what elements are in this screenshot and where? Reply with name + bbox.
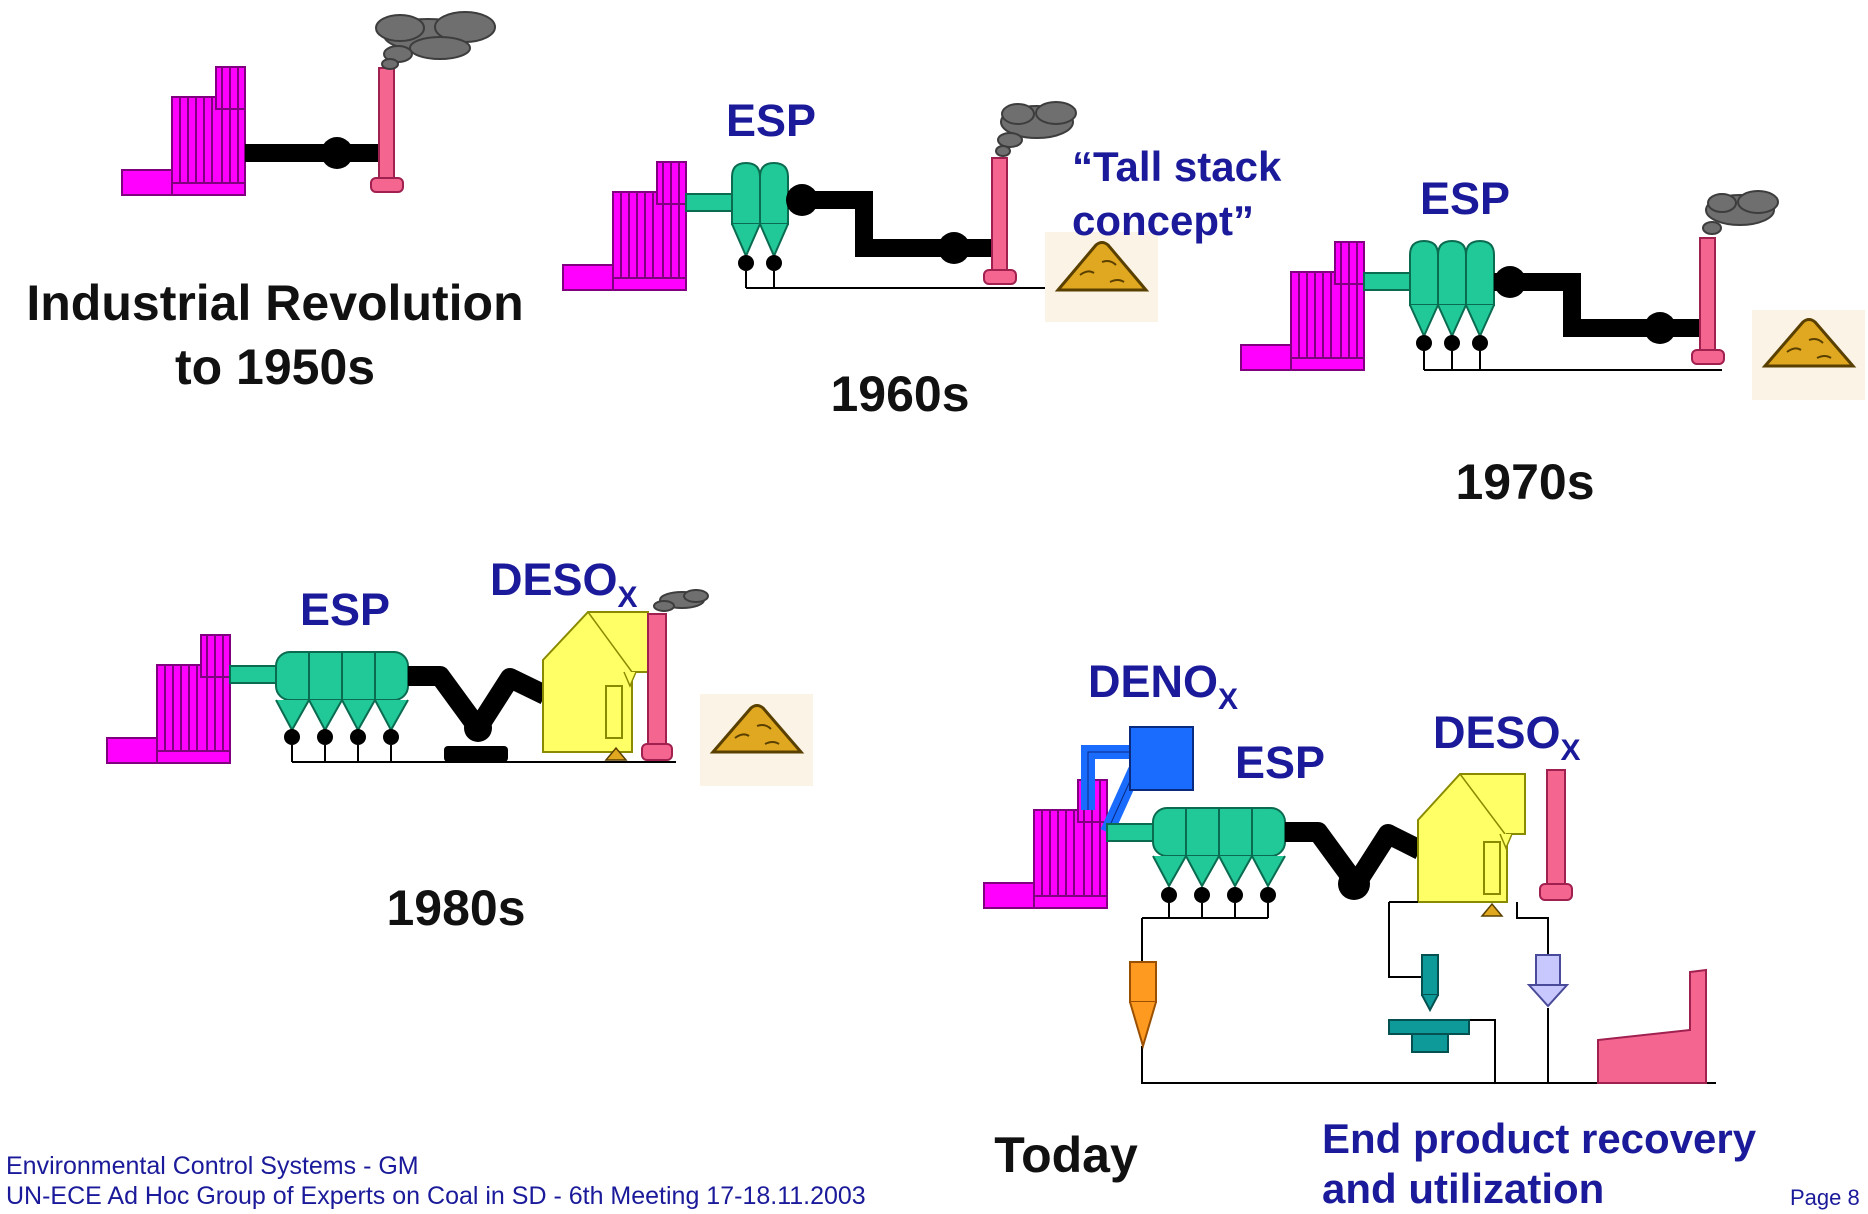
desox-1980s-main: DESO	[490, 554, 618, 605]
ash-pile-icon	[700, 694, 813, 786]
byproduct-lines	[1141, 901, 1716, 1084]
esp-icon	[731, 161, 789, 288]
page-number: Page 8	[1790, 1185, 1860, 1210]
ash-pile-icon	[1045, 232, 1158, 322]
flue-duct	[1494, 273, 1705, 337]
smoke-icon	[995, 101, 1077, 157]
storage-building-icon	[1597, 968, 1707, 1084]
desox-absorber-icon	[542, 611, 649, 761]
desox-today-main: DESO	[1433, 707, 1561, 758]
esp-1960s-label: ESP	[726, 95, 817, 146]
fan-icon	[1338, 868, 1370, 900]
scene-1980s	[106, 589, 813, 786]
scene-industrial	[121, 11, 496, 196]
tall-stack-label: “Tall stack concept”	[1072, 143, 1282, 244]
stack-icon	[983, 157, 1017, 285]
fan-icon	[786, 184, 818, 216]
stack-icon	[641, 613, 673, 761]
fan-icon	[938, 232, 970, 264]
esp-today-label: ESP	[1235, 737, 1326, 788]
esp-icon	[1409, 239, 1495, 370]
desox-1980s-sub: X	[617, 581, 638, 614]
era-1960s-label: 1960s	[830, 366, 970, 422]
smoke-icon	[375, 11, 496, 70]
inlet-duct	[685, 193, 733, 212]
stack-icon	[370, 67, 404, 193]
era-today-label: Today	[994, 1127, 1138, 1183]
era-1980s-label: 1980s	[386, 880, 526, 936]
ash-pile-icon	[1752, 310, 1865, 400]
fan-base	[444, 746, 508, 762]
esp-icon	[1152, 807, 1286, 918]
desox-1980s-label: DESOX	[490, 554, 638, 614]
esp-1980s-label: ESP	[300, 584, 391, 635]
fan-icon	[464, 714, 492, 742]
denox-main: DENO	[1088, 656, 1219, 707]
hopper-icon	[1526, 954, 1570, 1008]
desox-absorber-icon	[1417, 773, 1526, 917]
footer-line-1: Environmental Control Systems - GM	[6, 1152, 419, 1180]
end-product-label: End product recovery and utilization	[1322, 1115, 1757, 1212]
esp-icon	[275, 651, 409, 762]
inlet-duct	[1106, 823, 1154, 842]
smoke-icon	[653, 589, 709, 612]
fan-icon	[1494, 266, 1526, 298]
footer-line-2: UN-ECE Ad Hoc Group of Experts on Coal i…	[6, 1182, 866, 1210]
inlet-duct	[229, 665, 277, 684]
era-industrial-label: Industrial Revolution to 1950s	[26, 275, 524, 395]
desox-today-sub: X	[1560, 734, 1581, 767]
stack-icon	[1691, 237, 1725, 365]
boiler-icon	[121, 66, 246, 196]
scene-today	[983, 726, 1716, 1084]
fan-icon	[1644, 312, 1676, 344]
denox-sub: X	[1218, 683, 1239, 716]
cyclone-icon	[1129, 961, 1157, 1050]
gypsum-icon	[1388, 954, 1470, 1053]
denox-reactor-icon	[1129, 726, 1194, 791]
boiler-icon	[106, 634, 231, 764]
scene-1970s	[1240, 190, 1865, 400]
fan-icon	[321, 137, 353, 169]
flue-duct	[788, 191, 1000, 257]
inlet-duct	[1363, 272, 1411, 291]
scene-1960s	[562, 101, 1158, 322]
denox-label: DENOX	[1088, 656, 1238, 716]
era-1970s-label: 1970s	[1455, 454, 1595, 510]
boiler-icon	[562, 161, 687, 291]
desox-today-label: DESOX	[1433, 707, 1581, 767]
smoke-icon	[1702, 190, 1779, 235]
esp-1970s-label: ESP	[1420, 173, 1511, 224]
stack-icon	[1539, 769, 1573, 901]
boiler-icon	[1240, 241, 1365, 371]
